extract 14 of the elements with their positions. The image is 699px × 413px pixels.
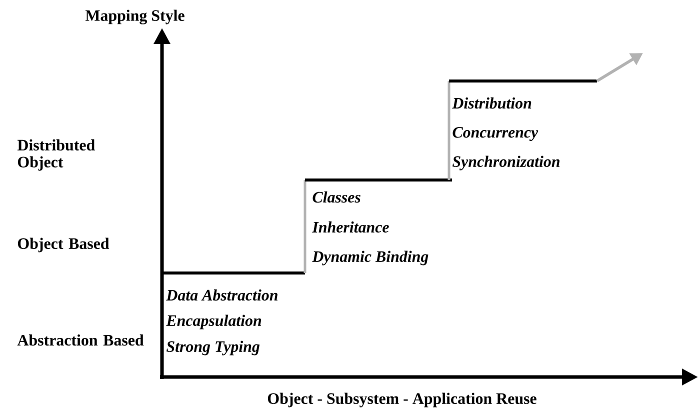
feature-label: Encapsulation bbox=[166, 314, 262, 330]
feature-label: Distribution bbox=[452, 97, 532, 109]
feature-label: Dynamic Binding bbox=[312, 250, 428, 266]
feature-label: Classes bbox=[312, 191, 360, 203]
axis-title: Object - Subsystem - Application Reuse bbox=[268, 392, 536, 408]
feature-label: Inheritance bbox=[312, 221, 389, 233]
feature-label: Concurrency bbox=[452, 127, 538, 141]
feature-label: Strong Typing bbox=[166, 340, 260, 356]
level-label: Abstraction Based bbox=[17, 334, 144, 346]
feature-label: Data Abstraction bbox=[166, 289, 278, 301]
axis-title: Mapping Style bbox=[85, 10, 184, 24]
level-label: Object Based bbox=[18, 238, 110, 252]
feature-label: Synchronization bbox=[452, 156, 560, 170]
level-label: Distributed Object bbox=[17, 139, 95, 171]
